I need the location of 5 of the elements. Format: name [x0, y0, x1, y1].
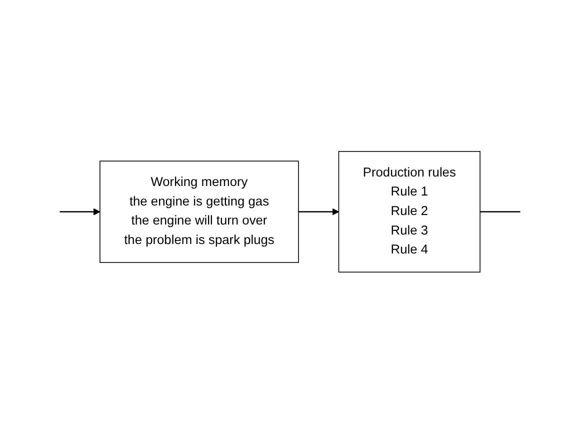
- node-box: Working memory the engine is getting gas the engine will turn over the problem is spark plugs: [100, 160, 299, 263]
- node-box: Production rules Rule 1 Rule 2 Rule 3 Rule 4: [338, 150, 480, 272]
- arrow: [298, 208, 340, 216]
- arrow: [60, 208, 100, 216]
- connector: [480, 210, 520, 212]
